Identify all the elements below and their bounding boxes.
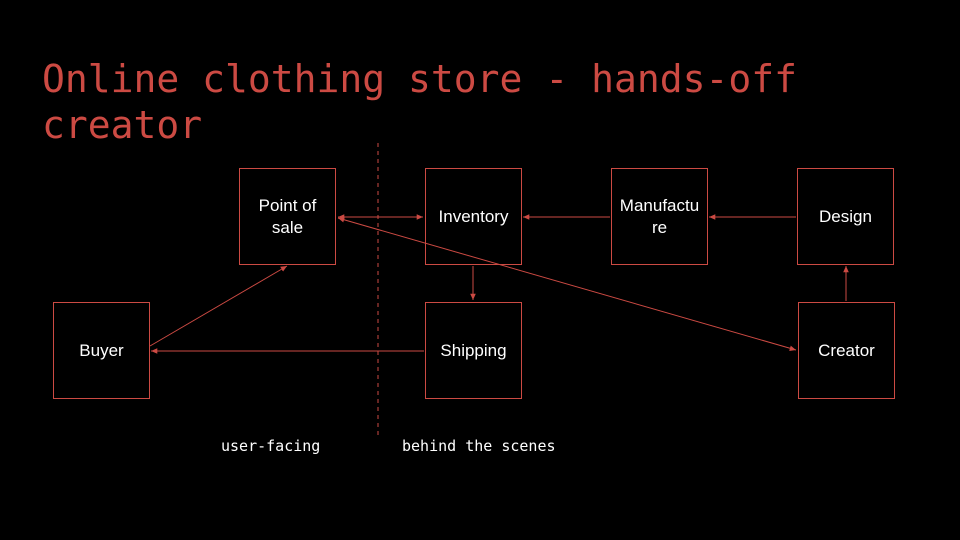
node-inventory: Inventory <box>425 168 522 265</box>
node-label: Buyer <box>79 340 124 360</box>
zone-label-user-facing: user-facing <box>221 437 321 455</box>
edge-buyer-pos <box>149 265 288 347</box>
node-label: Inventory <box>438 206 509 226</box>
node-creator: Creator <box>798 302 895 399</box>
slide-title: Online clothing store - hands-off creato… <box>42 57 797 147</box>
node-shipping: Shipping <box>425 302 522 399</box>
node-point-of-sale: Point of sale <box>239 168 336 265</box>
node-label: Design <box>819 206 872 226</box>
node-label: Point of sale <box>258 195 317 237</box>
node-design: Design <box>797 168 894 265</box>
edge-pos-creator <box>337 217 797 351</box>
node-label: Creator <box>818 340 875 360</box>
node-buyer: Buyer <box>53 302 150 399</box>
zone-label-behind-the-scenes: behind the scenes <box>402 437 556 455</box>
node-manufacture: Manufacture <box>611 168 708 265</box>
node-label: Manufacture <box>619 195 700 237</box>
node-label: Shipping <box>440 340 507 360</box>
